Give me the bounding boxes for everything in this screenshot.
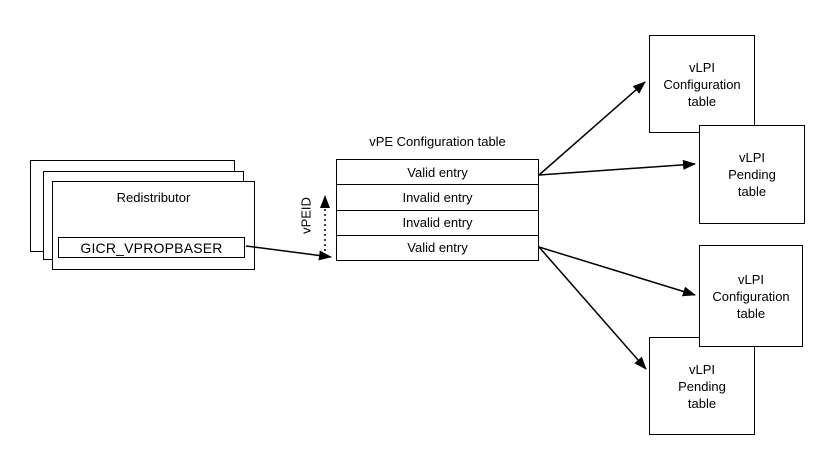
arrow-valid-entry-1-to-top-pending-table [538, 159, 696, 176]
redistributor-label: Redistributor [116, 190, 191, 205]
gicr-vpropbaser-label: GICR_VPROPBASER [80, 239, 223, 256]
arrow-valid-entry-2-to-bottom-config-table [538, 246, 696, 297]
vlpi-pending-table-bottom-label: vLPI Pending table [678, 361, 726, 411]
arrow-valid-entry-2-to-bottom-pending-table [538, 246, 647, 370]
vlpi-configuration-table-bottom-label: vLPI Configuration table [712, 271, 790, 321]
vpe-table-title: vPE Configuration table [369, 134, 506, 149]
gicr-vpropbaser-box: GICR_VPROPBASER [58, 237, 245, 258]
vpe-table-row-invalid-2: Invalid entry [337, 209, 538, 235]
vlpi-configuration-table-bottom: vLPI Configuration table [699, 245, 803, 347]
vpeid-axis-label: vPEID [298, 197, 314, 234]
vlpi-pending-table-top: vLPI Pending table [699, 125, 805, 224]
vpe-table-row-valid-1: Valid entry [407, 164, 468, 180]
vlpi-configuration-table-top: vLPI Configuration table [649, 35, 755, 133]
vlpi-pending-table-bottom: vLPI Pending table [649, 337, 755, 435]
arrow-gicr-to-vpe-table [245, 245, 332, 261]
vpe-configuration-table: Valid entry Invalid entry Invalid entry … [336, 159, 539, 261]
arrow-valid-entry-1-to-top-config-table [538, 81, 646, 176]
vlpi-pending-table-top-label: vLPI Pending table [728, 150, 776, 199]
vlpi-configuration-table-top-label: vLPI Configuration table [663, 59, 741, 109]
vpe-table-row-invalid-1: Invalid entry [337, 184, 538, 209]
vpe-table-row-valid-2: Valid entry [337, 234, 538, 260]
